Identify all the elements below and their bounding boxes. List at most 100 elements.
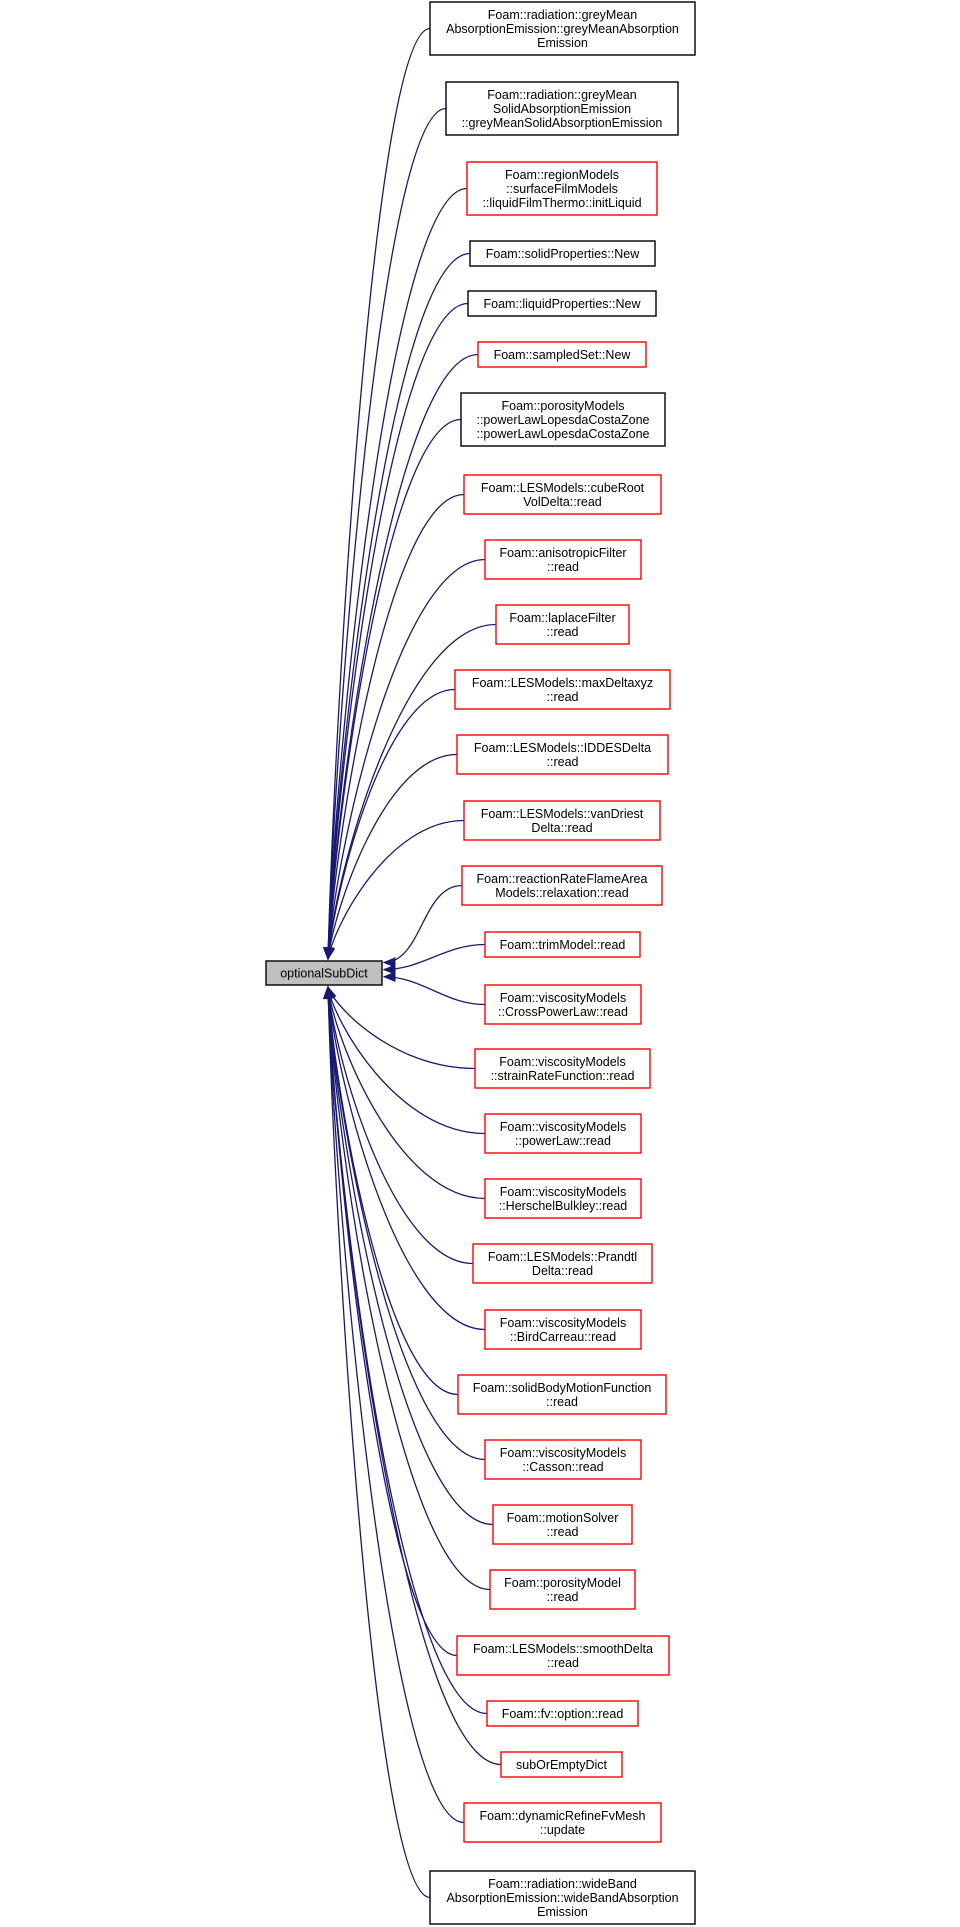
edge-arrowhead xyxy=(382,971,396,983)
graph-node[interactable]: Foam::fv::option::read xyxy=(486,1700,639,1727)
graph-node[interactable]: Foam::viscosityModels::HerschelBulkley::… xyxy=(484,1178,642,1219)
node-box xyxy=(484,1113,642,1154)
node-label-line: Foam::LESModels::Prandtl xyxy=(488,1250,637,1264)
node-label-line: SolidAbsorptionEmission xyxy=(493,102,631,116)
graph-node[interactable]: Foam::radiation::greyMeanSolidAbsorption… xyxy=(445,81,679,136)
node-label-line: ::powerLawLopesdaCostaZone xyxy=(476,413,649,427)
node-label-line: Foam::solidProperties::New xyxy=(486,247,641,261)
graph-edge xyxy=(327,986,486,1200)
graph-node[interactable]: Foam::dynamicRefineFvMesh::update xyxy=(463,1802,662,1843)
graph-edge xyxy=(327,986,486,1331)
graph-node[interactable]: Foam::sampledSet::New xyxy=(477,341,647,368)
graph-edge xyxy=(327,688,456,960)
graph-node[interactable]: Foam::LESModels::smoothDelta::read xyxy=(456,1635,670,1676)
graph-node[interactable]: Foam::porosityModel::read xyxy=(489,1569,636,1610)
node-label-line: ::Casson::read xyxy=(522,1460,603,1474)
graph-node[interactable]: Foam::porosityModels::powerLawLopesdaCos… xyxy=(460,392,666,447)
node-label-line: ::strainRateFunction::read xyxy=(491,1069,635,1083)
graph-node[interactable]: Foam::reactionRateFlameAreaModels::relax… xyxy=(461,865,663,906)
node-label-line: Emission xyxy=(537,36,588,50)
graph-node[interactable]: Foam::regionModels::surfaceFilmModels::l… xyxy=(466,161,658,216)
graph-edge xyxy=(327,986,474,1265)
node-box xyxy=(456,734,669,775)
graph-node[interactable]: subOrEmptyDict xyxy=(500,1751,623,1778)
node-label-line: ::read xyxy=(547,1590,579,1604)
graph-edge xyxy=(327,753,458,960)
graph-node[interactable]: Foam::viscosityModels::powerLaw::read xyxy=(484,1113,642,1154)
node-box xyxy=(484,931,641,958)
graph-node[interactable]: Foam::laplaceFilter::read xyxy=(495,604,630,645)
node-label-line: Foam::viscosityModels xyxy=(500,1316,626,1330)
node-box xyxy=(460,392,666,447)
edge-arrowhead xyxy=(323,985,334,999)
node-box xyxy=(429,1,696,56)
node-box xyxy=(484,539,642,580)
node-box xyxy=(463,474,662,515)
graph-node[interactable]: Foam::anisotropicFilter::read xyxy=(484,539,642,580)
node-label-line: Foam::laplaceFilter xyxy=(509,611,615,625)
graph-node[interactable]: Foam::viscosityModels::strainRateFunctio… xyxy=(474,1048,651,1089)
node-label-line: Foam::viscosityModels xyxy=(500,1446,626,1460)
node-label-line: Foam::anisotropicFilter xyxy=(499,546,626,560)
node-label-line: ::powerLaw::read xyxy=(515,1134,611,1148)
node-label-line: Foam::LESModels::cubeRoot xyxy=(481,481,645,495)
node-box xyxy=(461,865,663,906)
graph-node[interactable]: Foam::radiation::greyMeanAbsorptionEmiss… xyxy=(429,1,696,56)
graph-edge xyxy=(327,986,486,1135)
node-box xyxy=(466,161,658,216)
node-box xyxy=(463,1802,662,1843)
graph-node[interactable]: Foam::liquidProperties::New xyxy=(467,290,657,317)
graph-edges xyxy=(323,27,502,1899)
node-label-line: Foam::motionSolver xyxy=(507,1511,619,1525)
graph-node-root[interactable]: optionalSubDict xyxy=(265,960,383,986)
node-label-line: ::read xyxy=(547,755,579,769)
graph-edge xyxy=(383,884,463,964)
graph-node[interactable]: Foam::motionSolver::read xyxy=(492,1504,633,1545)
graph-node[interactable]: Foam::radiation::wideBandAbsorptionEmiss… xyxy=(429,1870,696,1925)
edge-arrowhead xyxy=(382,957,396,968)
graph-edge xyxy=(327,558,486,960)
graph-edge xyxy=(327,986,459,1396)
graph-edge xyxy=(327,986,494,1526)
graph-edge xyxy=(327,986,491,1591)
node-label-line: ::read xyxy=(547,625,579,639)
graph-edge xyxy=(327,418,462,960)
graph-node[interactable]: Foam::trimModel::read xyxy=(484,931,641,958)
node-label-line: Foam::trimModel::read xyxy=(500,938,626,952)
node-label-line: ::read xyxy=(547,1656,579,1670)
graph-node[interactable]: Foam::solidBodyMotionFunction::read xyxy=(457,1374,667,1415)
node-label-line: Foam::solidBodyMotionFunction xyxy=(473,1381,652,1395)
node-label-line: Delta::read xyxy=(532,1264,593,1278)
graph-node[interactable]: Foam::solidProperties::New xyxy=(469,240,656,267)
graph-edge xyxy=(327,819,465,960)
node-label-line: Foam::fv::option::read xyxy=(502,1707,624,1721)
graph-node[interactable]: Foam::LESModels::maxDeltaxyz::read xyxy=(454,669,671,710)
node-label-line: Foam::viscosityModels xyxy=(500,1120,626,1134)
graph-node[interactable]: Foam::viscosityModels::Casson::read xyxy=(484,1439,642,1480)
node-label-line: Foam::viscosityModels xyxy=(499,1055,625,1069)
graph-edge xyxy=(327,107,447,960)
node-box xyxy=(492,1504,633,1545)
graph-node[interactable]: Foam::viscosityModels::BirdCarreau::read xyxy=(484,1309,642,1350)
node-box xyxy=(489,1569,636,1610)
graph-edge xyxy=(327,353,479,960)
node-label-line: Foam::LESModels::smoothDelta xyxy=(473,1642,653,1656)
node-box xyxy=(457,1374,667,1415)
graph-nodes: optionalSubDict Foam::radiation::greyMean… xyxy=(265,1,696,1925)
node-label-line: ::update xyxy=(540,1823,585,1837)
graph-node[interactable]: Foam::LESModels::IDDESDelta::read xyxy=(456,734,669,775)
graph-node[interactable]: Foam::viscosityModels::CrossPowerLaw::re… xyxy=(484,984,642,1025)
node-label-line: ::surfaceFilmModels xyxy=(506,182,618,196)
node-label-line: Foam::radiation::wideBand xyxy=(488,1877,637,1891)
graph-edge xyxy=(383,943,486,971)
node-label-line: Emission xyxy=(537,1905,588,1919)
graph-edge xyxy=(327,302,469,960)
root-node-box xyxy=(265,960,383,986)
node-label-line: ::CrossPowerLaw::read xyxy=(498,1005,628,1019)
node-box xyxy=(474,1048,651,1089)
graph-edge xyxy=(383,976,486,1006)
